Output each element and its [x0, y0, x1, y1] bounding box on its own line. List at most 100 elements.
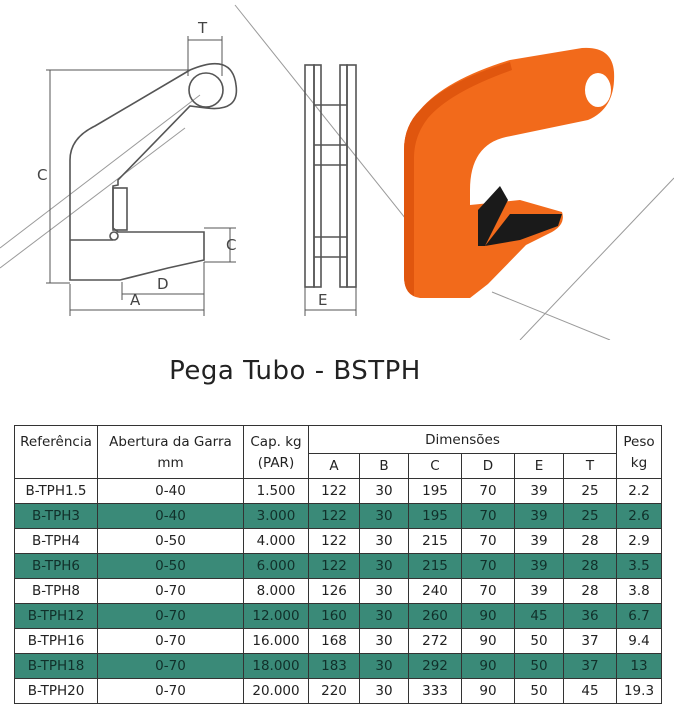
cell-opening: 0-70	[97, 628, 244, 654]
cell-d: 70	[461, 578, 515, 604]
cell-ref: B-TPH18	[14, 653, 98, 679]
label-d: D	[157, 275, 169, 293]
cell-weight: 3.8	[616, 578, 662, 604]
header-row-2: A B C D E T	[15, 453, 662, 479]
cell-c: 215	[408, 553, 462, 579]
cell-e: 39	[514, 553, 564, 579]
header-dim-c: C	[408, 453, 462, 479]
cell-d: 70	[461, 503, 515, 529]
front-view-dimension-lines	[304, 287, 357, 316]
header-dim-e: E	[514, 453, 564, 479]
header-capacity: Cap. kg(PAR)	[243, 425, 309, 479]
header-dim-d: D	[461, 453, 515, 479]
cell-opening: 0-40	[97, 503, 244, 529]
page-title: Pega Tubo - BSTPH	[169, 356, 421, 386]
cell-ref: B-TPH6	[14, 553, 98, 579]
cell-d: 70	[461, 478, 515, 504]
label-t: T	[197, 19, 208, 37]
side-view-dimension-lines	[46, 36, 236, 316]
cell-a: 122	[308, 528, 360, 554]
cell-b: 30	[359, 678, 409, 704]
cell-cap: 6.000	[243, 553, 309, 579]
cell-cap: 4.000	[243, 528, 309, 554]
cell-d: 70	[461, 528, 515, 554]
cell-b: 30	[359, 628, 409, 654]
cell-weight: 3.5	[616, 553, 662, 579]
header-dim-t: T	[563, 453, 617, 479]
header-dimensions: Dimensões	[308, 425, 617, 454]
cell-cap: 1.500	[243, 478, 309, 504]
cell-c: 195	[408, 478, 462, 504]
diagram-area: T C C D A E	[0, 0, 674, 341]
cell-opening: 0-50	[97, 553, 244, 579]
cell-e: 50	[514, 653, 564, 679]
cell-t: 28	[563, 553, 617, 579]
cell-t: 37	[563, 653, 617, 679]
cell-t: 25	[563, 478, 617, 504]
cell-cap: 18.000	[243, 653, 309, 679]
cell-d: 70	[461, 553, 515, 579]
cell-ref: B-TPH8	[14, 578, 98, 604]
header-dim-b: B	[359, 453, 409, 479]
cell-weight: 13	[616, 653, 662, 679]
cell-c: 215	[408, 528, 462, 554]
cell-c: 272	[408, 628, 462, 654]
cell-b: 30	[359, 478, 409, 504]
cell-b: 30	[359, 578, 409, 604]
cell-t: 36	[563, 603, 617, 629]
cell-weight: 19.3	[616, 678, 662, 704]
cell-a: 122	[308, 478, 360, 504]
cell-a: 220	[308, 678, 360, 704]
cell-cap: 12.000	[243, 603, 309, 629]
cell-e: 45	[514, 603, 564, 629]
cell-c: 240	[408, 578, 462, 604]
cell-c: 333	[408, 678, 462, 704]
cell-e: 39	[514, 578, 564, 604]
cell-c: 195	[408, 503, 462, 529]
header-dim-a: A	[308, 453, 360, 479]
cell-weight: 2.6	[616, 503, 662, 529]
cell-t: 37	[563, 628, 617, 654]
cell-b: 30	[359, 553, 409, 579]
cell-e: 39	[514, 528, 564, 554]
cell-t: 25	[563, 503, 617, 529]
cell-a: 160	[308, 603, 360, 629]
cell-b: 30	[359, 528, 409, 554]
side-view-drawing	[69, 62, 238, 281]
cell-opening: 0-70	[97, 578, 244, 604]
cell-ref: B-TPH1.5	[14, 478, 98, 504]
cell-d: 90	[461, 628, 515, 654]
cell-d: 90	[461, 678, 515, 704]
cell-ref: B-TPH20	[14, 678, 98, 704]
cell-ref: B-TPH12	[14, 603, 98, 629]
front-view-drawing	[304, 64, 357, 288]
cell-e: 39	[514, 503, 564, 529]
cell-d: 90	[461, 653, 515, 679]
cell-a: 183	[308, 653, 360, 679]
cell-cap: 8.000	[243, 578, 309, 604]
label-a: A	[130, 291, 141, 309]
cell-weight: 2.9	[616, 528, 662, 554]
label-c-gap: C	[226, 236, 236, 254]
cell-weight: 9.4	[616, 628, 662, 654]
cell-t: 45	[563, 678, 617, 704]
cell-ref: B-TPH3	[14, 503, 98, 529]
cell-b: 30	[359, 653, 409, 679]
cell-cap: 20.000	[243, 678, 309, 704]
cell-c: 260	[408, 603, 462, 629]
cell-c: 292	[408, 653, 462, 679]
cell-b: 30	[359, 503, 409, 529]
cell-ref: B-TPH16	[14, 628, 98, 654]
cell-weight: 2.2	[616, 478, 662, 504]
cell-d: 90	[461, 603, 515, 629]
